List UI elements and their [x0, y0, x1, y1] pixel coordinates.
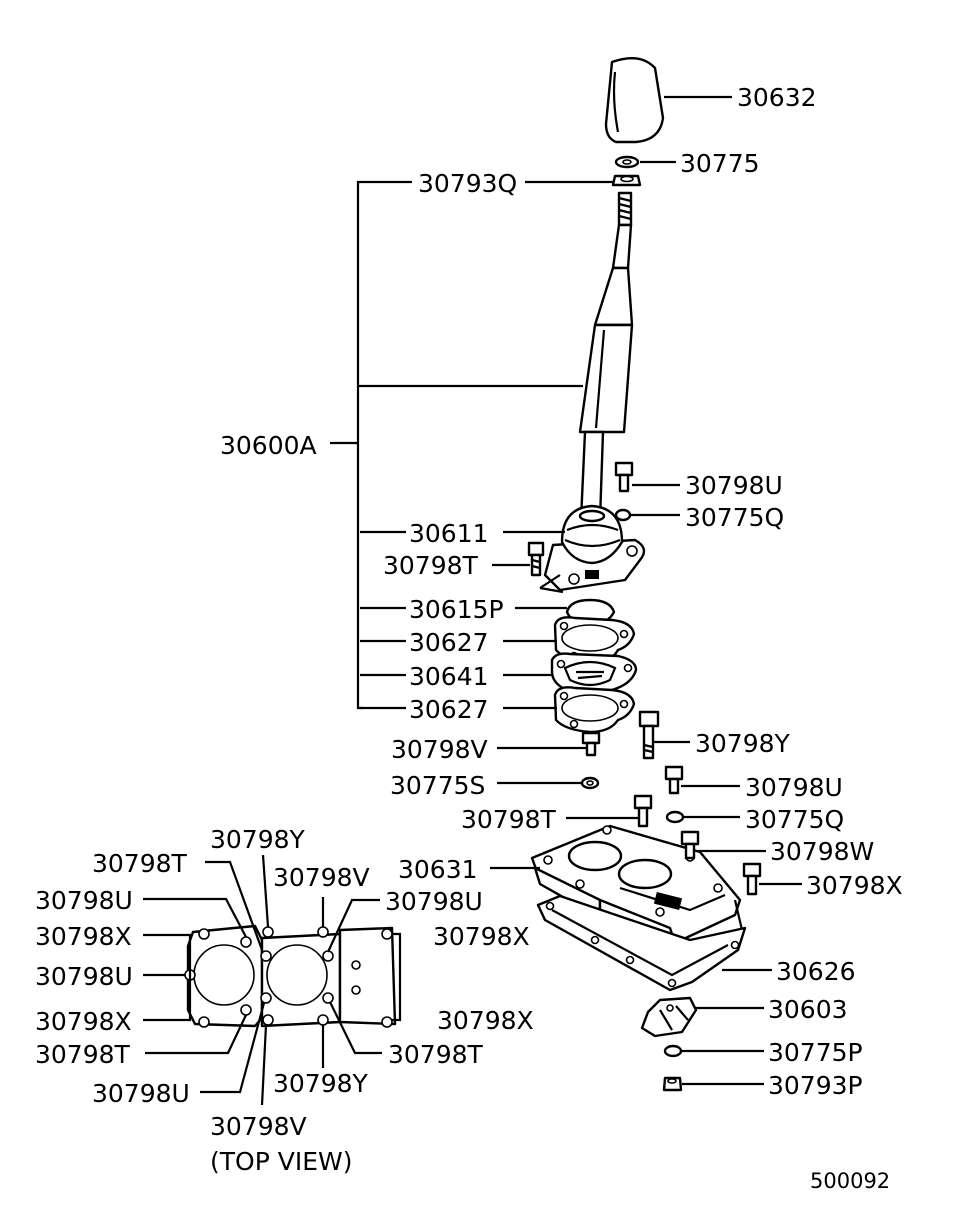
- label-knob-nut: 30775: [680, 149, 760, 178]
- label-bolt-w: 30798W: [770, 837, 874, 866]
- bolt-y: [638, 710, 660, 760]
- label-plate: 30641: [409, 662, 489, 691]
- label-bolt-x: 30798X: [806, 871, 903, 900]
- label-bolt-u-top: 30798U: [685, 471, 783, 500]
- bolt-u-top: [614, 461, 634, 493]
- label-bolt-v: 30798V: [391, 735, 488, 764]
- boot-retainer: [539, 504, 646, 594]
- tv-label-right-t: 30798T: [388, 1040, 484, 1069]
- label-lever-assy: 30600A: [220, 431, 317, 460]
- knob-nut: [614, 155, 640, 169]
- tv-label-bottom-v: 30798V: [210, 1112, 307, 1141]
- nut-q-top: [614, 508, 632, 522]
- label-nut-p: 30775P: [768, 1038, 863, 1067]
- label-gasket-upper: 30627: [409, 628, 489, 657]
- label-nut-s: 30775S: [390, 771, 485, 800]
- gasket-case: [536, 894, 747, 992]
- label-bolt-t-mid: 30798T: [461, 805, 557, 834]
- tv-label-bottom-y: 30798Y: [273, 1069, 369, 1098]
- tv-label-right-u: 30798U: [385, 887, 483, 916]
- label-knob: 30632: [737, 83, 817, 112]
- label-lever-nut: 30793Q: [418, 169, 517, 198]
- label-boot-retainer: 30611: [409, 519, 489, 548]
- retainer-bolt: [527, 541, 545, 577]
- bolt-x: [742, 862, 762, 896]
- bracket: [640, 996, 698, 1038]
- nut-p: [663, 1044, 683, 1058]
- tv-label-left-u2: 30798U: [35, 962, 133, 991]
- shift-knob: [604, 56, 665, 144]
- label-bracket: 30603: [768, 995, 848, 1024]
- tv-label-top-y: 30798Y: [210, 825, 306, 854]
- top-view-caption: (TOP VIEW): [210, 1147, 352, 1176]
- gasket-lower: [553, 686, 636, 734]
- label-seat: 30615P: [409, 595, 504, 624]
- label-gasket-lower: 30627: [409, 695, 489, 724]
- label-gasket-case: 30626: [776, 957, 856, 986]
- tv-label-right-x2: 30798X: [437, 1006, 534, 1035]
- tv-label-top-v: 30798V: [273, 863, 370, 892]
- label-nut-q-top: 30775Q: [685, 503, 784, 532]
- bolt-v: [581, 731, 601, 757]
- tv-label-left-x1: 30798X: [35, 922, 132, 951]
- nut-s: [580, 776, 600, 790]
- tv-label-right-x1: 30798X: [433, 922, 530, 951]
- gasket-upper: [553, 616, 636, 666]
- top-view-plate: [184, 924, 397, 1028]
- label-retainer-bolt: 30798T: [383, 551, 479, 580]
- shift-lever: [578, 191, 634, 522]
- label-bolt-u-mid: 30798U: [745, 773, 843, 802]
- label-bolt-y: 30798Y: [695, 729, 791, 758]
- tv-label-left-u1: 30798U: [35, 886, 133, 915]
- label-nut-p2: 30793P: [768, 1071, 863, 1100]
- bolt-u-mid: [664, 765, 684, 795]
- diagram-id: 500092: [810, 1169, 890, 1193]
- tv-label-top-t: 30798T: [92, 849, 188, 878]
- lever-nut: [611, 174, 642, 187]
- tv-label-bottom-u: 30798U: [92, 1079, 190, 1108]
- label-case: 30631: [398, 855, 478, 884]
- bolt-t-mid: [633, 794, 653, 828]
- bolt-w: [680, 830, 700, 860]
- tv-label-left-x2: 30798X: [35, 1007, 132, 1036]
- nut-p2: [662, 1076, 683, 1092]
- nut-q-mid: [665, 810, 685, 824]
- tv-label-left-t: 30798T: [35, 1040, 131, 1069]
- label-nut-q-mid: 30775Q: [745, 805, 844, 834]
